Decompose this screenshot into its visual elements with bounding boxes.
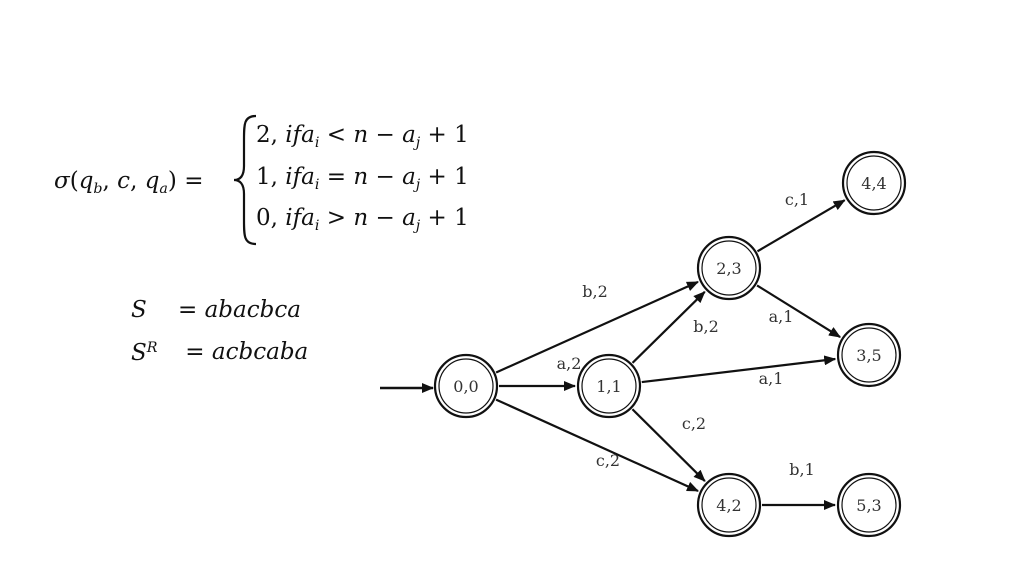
sigma-lhs: σ(qb, c, qa) = [54,168,204,197]
state-node-n00: 0,0 [433,353,499,419]
state-inner-circle [841,477,897,533]
state-inner-circle [846,155,902,211]
state-inner-circle [701,477,757,533]
edge-n11-n35 [641,355,837,384]
state-label-n35: 3,5 [856,346,881,365]
state-outer-circle [696,235,762,301]
edge-label-n11-n35: a,1 [759,369,784,388]
edge-n23-n35 [756,284,841,338]
state-inner-circle [701,240,757,296]
state-node-n23: 2,3 [696,235,762,301]
state-outer-circle [836,472,902,538]
edge-n11-n23 [631,291,706,364]
edge-label-n00-n11: a,2 [557,354,582,373]
state-label-n42: 4,2 [716,496,741,515]
edge-label-n11-n42: c,2 [682,414,706,433]
edge-label-n23-n44: c,1 [785,190,809,209]
state-label-n44: 4,4 [861,174,886,193]
state-node-n44: 4,4 [841,150,907,216]
state-node-n42: 4,2 [696,472,762,538]
state-label-n53: 5,3 [856,496,881,515]
sigma-symbol: σ [54,168,70,194]
state-outer-circle [841,150,907,216]
state-outer-circle [576,353,642,419]
sr-value: = acbcaba [178,339,309,365]
state-node-n35: 3,5 [836,322,902,388]
state-outer-circle [696,472,762,538]
edge-n23-n44 [756,199,846,253]
state-inner-circle [438,358,494,414]
case-line-1: 1, ifai = n − aj + 1 [256,164,469,193]
case-line-0: 2, ifai < n − aj + 1 [256,122,469,151]
s-value: = abacbca [178,297,301,323]
state-inner-circle [581,358,637,414]
state-node-n53: 5,3 [836,472,902,538]
state-outer-circle [836,322,902,388]
edge-n00-n23 [495,280,699,374]
state-label-n23: 2,3 [716,259,741,278]
q-sub-last: a [159,180,168,197]
state-outer-circle [433,353,499,419]
q-symbol-2: q [144,168,160,194]
case-line-2: 0, ifai > n − aj + 1 [256,205,469,234]
state-inner-circle [841,327,897,383]
edge-label-n42-n53: b,1 [789,460,815,479]
edge-n11-n42 [631,408,706,482]
sr-name: SR [131,339,158,366]
edge-label-n11-n23: b,2 [693,317,719,336]
edge-n00-n42 [495,398,699,492]
edge-label-n00-n42: c,2 [596,451,620,470]
edge-label-n00-n23: b,2 [582,282,608,301]
s-name: S [131,297,147,323]
state-label-n11: 1,1 [596,377,621,396]
q-sub-first: b [93,180,103,197]
q-symbol: q [78,168,94,194]
cases-brace [233,114,257,246]
state-label-n00: 0,0 [453,377,478,396]
edge-label-n23-n35: a,1 [769,307,794,326]
state-node-n11: 1,1 [576,353,642,419]
c-symbol: c [117,168,131,194]
